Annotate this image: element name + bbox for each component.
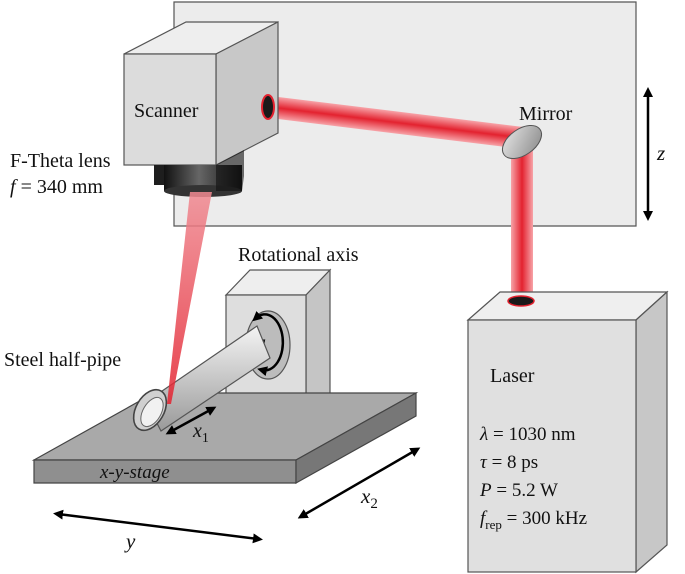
laser-param-value: = 300 kHz — [502, 508, 587, 529]
y-axis-arrow — [53, 509, 263, 544]
focused-beam — [167, 192, 212, 404]
y-axis-label: y — [124, 529, 136, 553]
laser-param-var: P — [479, 480, 492, 501]
focal-value: = 340 mm — [16, 176, 104, 198]
x1-var: x — [192, 420, 202, 442]
scanner-box — [123, 21, 279, 166]
x2-sub: 2 — [370, 496, 378, 512]
laser-param-value: = 8 ps — [487, 452, 538, 473]
f-theta-lens — [154, 150, 244, 197]
laser-box — [466, 290, 669, 574]
x1-label: x1 — [192, 420, 209, 446]
laser-param-var: λ — [479, 424, 488, 445]
laser-param-sub: rep — [485, 517, 502, 532]
x2-arrow — [297, 447, 421, 519]
focal-length-label: f = 340 mm — [10, 176, 103, 198]
x2-var: x — [360, 484, 371, 508]
scanner-label: Scanner — [134, 100, 199, 122]
steel-half-pipe — [132, 325, 271, 432]
beam-vertical — [511, 150, 533, 300]
laser-param-var: f — [480, 508, 488, 529]
laser-param-value: = 1030 nm — [488, 424, 575, 445]
stage-label: x-y-stage — [99, 462, 170, 483]
x1-arrow — [165, 406, 217, 435]
steel-half-pipe-label: Steel half-pipe — [4, 349, 121, 371]
rotation-arrow — [252, 310, 285, 377]
mirror-label: Mirror — [519, 103, 573, 125]
xy-stage — [31, 391, 419, 485]
laser-label: Laser — [490, 365, 535, 387]
laser-param-var: τ — [480, 452, 488, 473]
laser-param-2: P = 5.2 W — [479, 480, 558, 501]
x2-label: x2 — [360, 484, 378, 512]
laser-param-1: τ = 8 ps — [480, 452, 538, 473]
focal-var: f — [10, 176, 18, 198]
z-axis-label: z — [656, 141, 665, 165]
x1-sub: 1 — [202, 431, 209, 446]
rotational-axis-label: Rotational axis — [238, 244, 359, 266]
laser-param-0: λ = 1030 nm — [479, 424, 576, 445]
laser-param-value: = 5.2 W — [492, 480, 558, 501]
mirror — [501, 124, 543, 160]
laser-param-3: frep = 300 kHz — [480, 508, 587, 532]
beam-horizontal — [268, 96, 525, 149]
f-theta-lens-label: F-Theta lens — [10, 150, 111, 172]
